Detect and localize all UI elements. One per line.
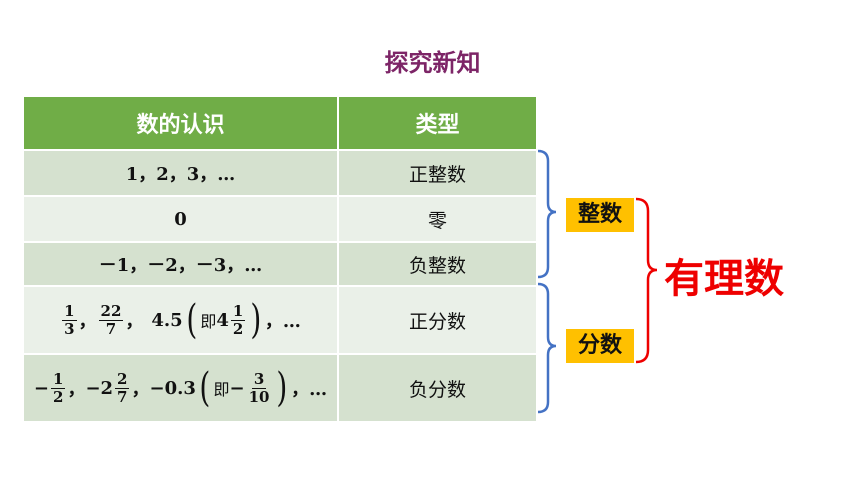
type-zero: 零 <box>337 197 536 241</box>
page-title: 探究新知 <box>384 49 481 77</box>
type-negative-integer: 负整数 <box>337 243 536 285</box>
ji-char: 即 <box>213 380 230 399</box>
header-number-cognition: 数的认识 <box>136 113 225 138</box>
ellipsis: ，… <box>264 311 301 332</box>
header-type: 类型 <box>337 97 536 149</box>
mixed-whole: −2 <box>85 377 114 399</box>
positive-integers-example: 1，2，3，… <box>125 164 236 185</box>
decimal-value: 4.5 <box>151 309 183 331</box>
integers-label: 整数 <box>566 198 634 232</box>
type-negative-fraction: 负分数 <box>337 355 536 421</box>
number-classification-table: 数的认识 类型 1，2，3，… 正整数 0 零 －1，－2，－3，… 负整数 1… <box>24 97 536 421</box>
table-row: 0 零 <box>24 195 536 241</box>
rational-numbers-label: 有理数 <box>664 256 784 302</box>
fractions-label: 分数 <box>566 329 634 363</box>
integers-brace <box>537 149 557 279</box>
rational-brace <box>635 197 658 364</box>
fractions-brace <box>537 282 557 414</box>
mixed-whole: 4 <box>216 309 229 331</box>
decimal-value: −0.3 <box>149 377 196 399</box>
negative-integers-example: －1，－2，－3，… <box>98 255 263 276</box>
type-positive-fraction: 正分数 <box>337 287 536 353</box>
table-row: 1，2，3，… 正整数 <box>24 149 536 195</box>
zero-example: 0 <box>174 208 187 230</box>
table-row: －1，－2，－3，… 负整数 <box>24 241 536 285</box>
type-positive-integer: 正整数 <box>337 151 536 195</box>
table-header-row: 数的认识 类型 <box>24 97 536 149</box>
ellipsis: ，… <box>291 379 328 400</box>
ji-char: 即 <box>200 312 217 331</box>
